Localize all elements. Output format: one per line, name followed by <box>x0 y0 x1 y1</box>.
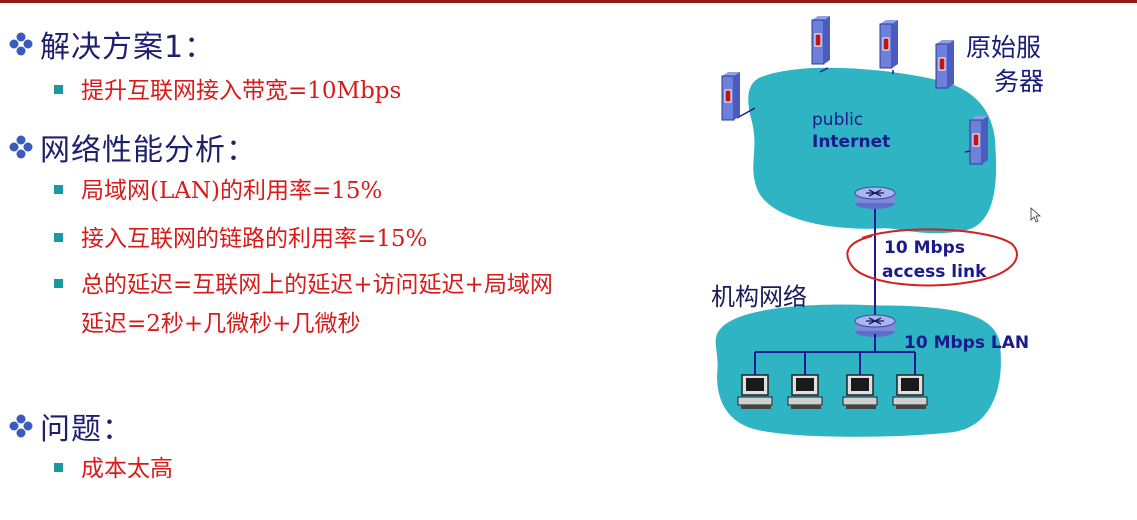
square-bullet-icon <box>54 233 63 242</box>
list-item: 局域网(LAN)的利用率=15% <box>54 174 382 208</box>
internet-label: Internet <box>812 132 890 152</box>
square-bullet-icon <box>54 279 63 288</box>
internet-label: public <box>812 110 863 130</box>
server-icon <box>811 16 830 65</box>
diamond-bullet-icon <box>9 135 33 159</box>
cursor-icon <box>1030 207 1042 223</box>
section-title-analysis: 网络性能分析： <box>40 133 257 168</box>
list-item: 接入互联网的链路的利用率=15% <box>54 222 427 256</box>
access-link-label: access link <box>882 262 987 282</box>
list-item-text: 接入互联网的链路的利用率=15% <box>81 226 428 252</box>
origin-servers-label: 务器 <box>994 67 1044 96</box>
slide-top-border <box>0 0 1137 3</box>
list-item-text: 总的延迟=互联网上的延迟+访问延迟+局域网 <box>81 272 553 298</box>
section-analysis: 网络性能分析： <box>8 125 257 169</box>
computer-icon <box>842 374 878 409</box>
server-icon <box>721 72 740 121</box>
computer-icon <box>892 374 928 409</box>
list-item-text: 局域网(LAN)的利用率=15% <box>81 178 383 204</box>
diamond-bullet-icon <box>9 32 33 56</box>
section-title-problem: 问题： <box>40 412 133 447</box>
list-item: 总的延迟=互联网上的延迟+访问延迟+局域网 <box>54 268 553 302</box>
access-link-label: 10 Mbps <box>884 238 965 258</box>
institution-network-label: 机构网络 <box>711 283 807 311</box>
square-bullet-icon <box>54 185 63 194</box>
lan-label: 10 Mbps LAN <box>904 333 1029 353</box>
section-solution: 解决方案1： <box>8 22 215 66</box>
list-item: 提升互联网接入带宽=10Mbps <box>54 74 401 108</box>
computer-icon <box>787 374 823 409</box>
list-item-continuation: 延迟=2秒+几微秒+几微秒 <box>81 311 361 337</box>
origin-servers-label: 原始服 <box>966 33 1041 62</box>
router-icon <box>854 186 896 209</box>
router-icon <box>854 314 896 337</box>
lan-cloud <box>715 304 1001 437</box>
list-item-text: 提升互联网接入带宽=10Mbps <box>81 78 402 104</box>
diamond-bullet-icon <box>9 414 33 438</box>
internet-cloud <box>748 67 997 234</box>
slide-text: 解决方案1： 提升互联网接入带宽=10Mbps 网络性能分析： 局域网(LAN)… <box>8 22 553 486</box>
server-icon <box>969 116 988 165</box>
server-icon <box>879 20 898 69</box>
square-bullet-icon <box>54 463 63 472</box>
list-item-text: 成本太高 <box>81 456 173 482</box>
section-title-solution: 解决方案1： <box>40 30 216 65</box>
square-bullet-icon <box>54 85 63 94</box>
annotation-ellipse <box>846 228 1018 287</box>
computer-icon <box>737 374 773 409</box>
list-item: 成本太高 <box>54 452 173 486</box>
server-icon <box>935 40 954 89</box>
section-problem: 问题： <box>8 404 133 448</box>
